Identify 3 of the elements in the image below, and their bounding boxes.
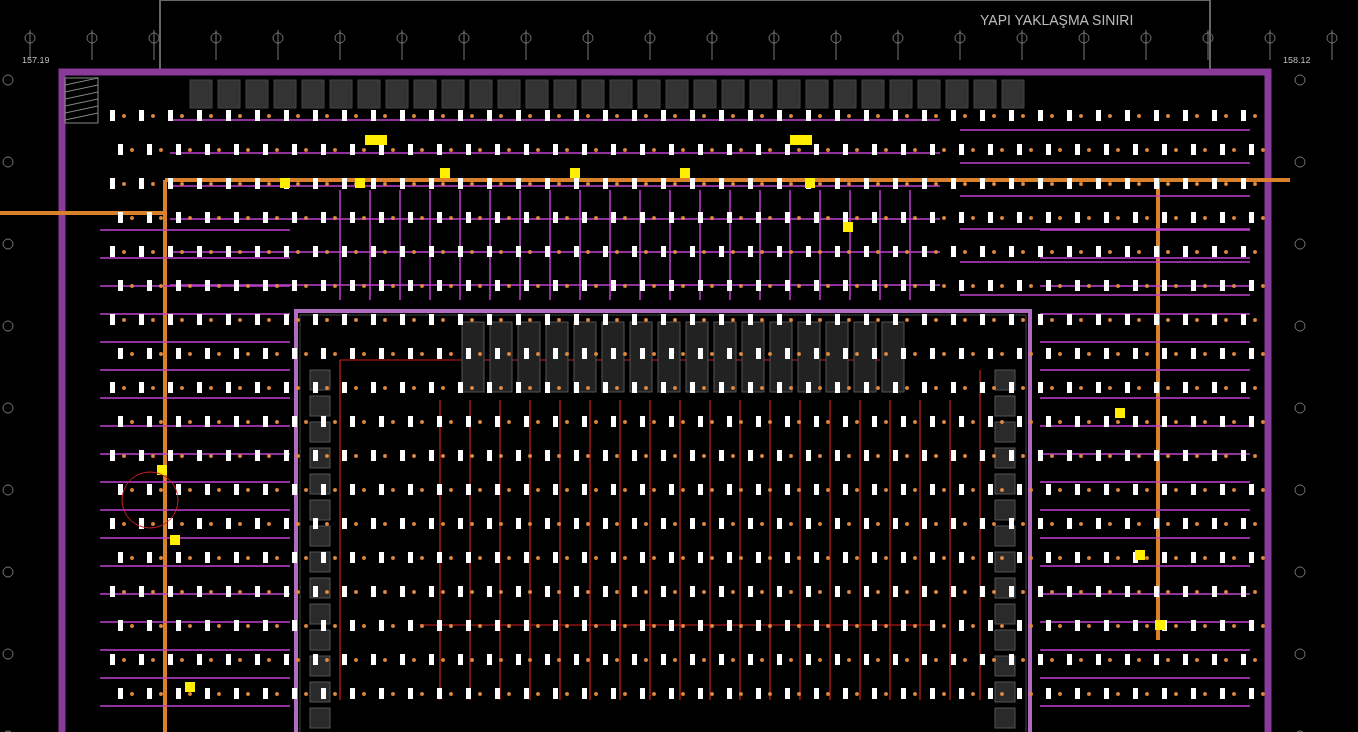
elevation-label: 158.12 <box>1283 55 1311 65</box>
boundary-label: YAPI YAKLAŞMA SINIRI <box>980 12 1134 28</box>
elevation-label: 157.19 <box>22 55 50 65</box>
